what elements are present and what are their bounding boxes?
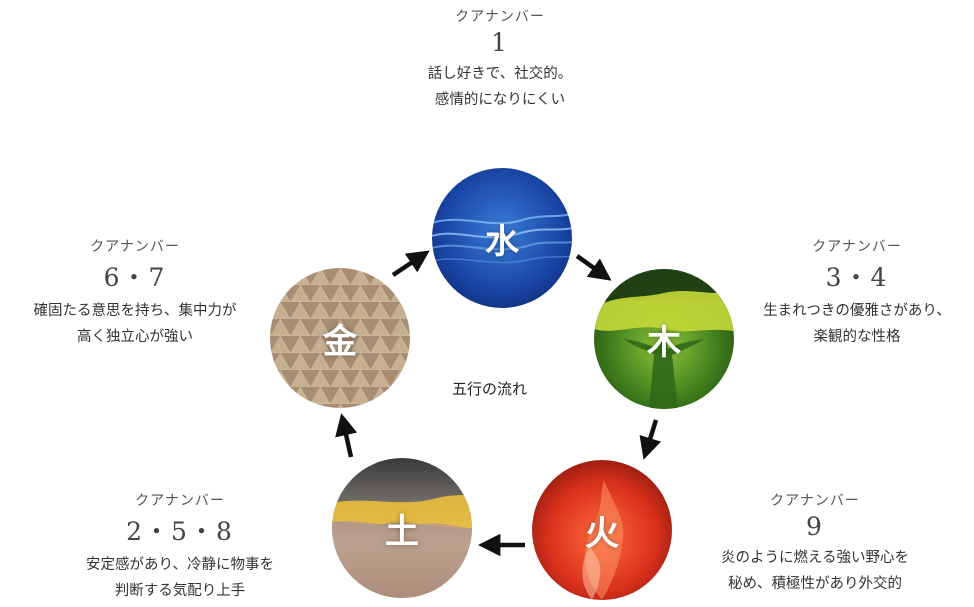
metal-desc-line2: 高く独立心が強い xyxy=(77,329,193,345)
earth-kua-label: クアナンバー xyxy=(135,493,225,509)
metal-kua-number: 6・7 xyxy=(103,263,167,292)
earth-texture xyxy=(332,458,472,598)
fire-texture xyxy=(532,460,672,600)
water-desc-line2: 感情的になりにくい xyxy=(434,92,566,108)
center-label: 五行の流れ xyxy=(452,380,528,398)
fire-desc-line2: 秘め、積極性があり外交的 xyxy=(728,576,902,592)
water-kua-label: クアナンバー xyxy=(455,9,545,25)
metal-circle: 金 xyxy=(270,268,410,408)
earth-kua-number: 2・5・8 xyxy=(126,517,234,546)
metal-info: クアナンバー 6・7 確固たる意思を持ち、集中力が 高く独立心が強い xyxy=(4,236,266,350)
wood-info: クアナンバー 3・4 生まれつきの優雅さがあり、 楽観的な性格 xyxy=(744,236,970,350)
metal-desc-line1: 確固たる意思を持ち、集中力が xyxy=(33,303,237,319)
element-fire-label: 火 xyxy=(585,513,619,554)
wood-texture xyxy=(594,269,734,409)
metal-kua-label: クアナンバー xyxy=(90,239,180,255)
earth-desc-line2: 判断する気配り上手 xyxy=(114,583,246,599)
fire-kua-number: 9 xyxy=(806,512,824,541)
fire-circle: 火 xyxy=(532,460,672,600)
element-wood-label: 木 xyxy=(647,322,681,363)
wood-kua-label: クアナンバー xyxy=(812,239,902,255)
earth-desc-line1: 安定感があり、冷静に物事を xyxy=(86,557,274,573)
water-kua-number: 1 xyxy=(491,28,509,57)
wood-desc-line1: 生まれつきの優雅さがあり、 xyxy=(763,303,951,319)
fire-kua-label: クアナンバー xyxy=(770,493,860,509)
earth-info: クアナンバー 2・5・8 安定感があり、冷静に物事を 判断する気配り上手 xyxy=(50,490,310,604)
arrow-earth-to-metal xyxy=(335,413,358,458)
wood-circle: 木 xyxy=(594,269,734,409)
water-texture xyxy=(432,168,572,308)
water-desc-line1: 話し好きで、社交的。 xyxy=(427,66,573,82)
element-earth-label: 土 xyxy=(385,511,419,552)
fire-info: クアナンバー 9 炎のように燃える強い野心を 秘め、積極性があり外交的 xyxy=(690,490,940,597)
earth-circle: 土 xyxy=(332,458,472,598)
water-circle: 水 xyxy=(432,168,572,308)
element-water-label: 水 xyxy=(485,221,519,262)
wood-kua-number: 3・4 xyxy=(825,263,889,292)
fire-desc-line1: 炎のように燃える強い野心を xyxy=(720,550,910,566)
element-metal-label: 金 xyxy=(323,321,357,362)
water-info: クアナンバー 1 話し好きで、社交的。 感情的になりにくい xyxy=(380,6,620,113)
wood-desc-line2: 楽観的な性格 xyxy=(813,329,901,345)
metal-texture xyxy=(270,268,410,408)
arrow-wood-to-fire xyxy=(639,419,662,460)
